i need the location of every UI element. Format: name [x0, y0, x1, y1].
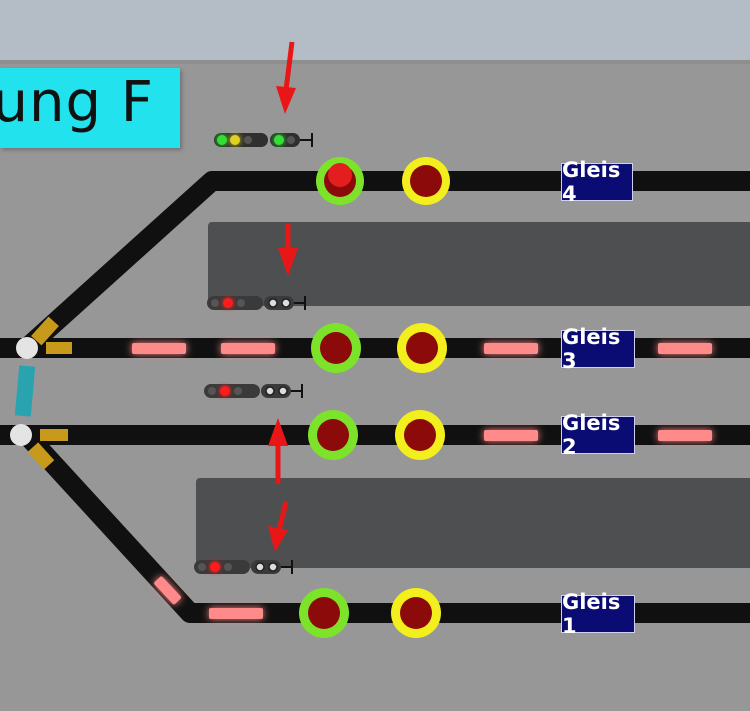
occupied-segments — [132, 343, 712, 619]
board-edge — [0, 60, 750, 64]
switch-amber-mid — [46, 342, 72, 354]
station-title-label: tung F — [0, 68, 180, 148]
route-button-gleis-2-green — [308, 410, 358, 460]
track-lines — [0, 171, 750, 623]
route-button-gleis-2-yellow — [395, 410, 445, 460]
signal-exit-gleis-1 — [194, 560, 293, 574]
switch-node-lower — [10, 424, 32, 446]
occupied-segment — [209, 608, 263, 619]
route-button-gleis-1-green — [299, 588, 349, 638]
route-button-gleis-3-yellow — [397, 323, 447, 373]
occupied-segment — [484, 343, 538, 354]
track-label-gleis-4: Gleis 4 — [561, 158, 633, 206]
track-label-gleis-1: Gleis 1 — [561, 590, 635, 638]
route-button-gleis-4-yellow — [402, 157, 450, 205]
route-button-gleis-3-green — [311, 323, 361, 373]
signal-exit-gleis-3 — [207, 296, 306, 310]
switch-area[interactable] — [10, 316, 72, 470]
switch-cyan — [14, 365, 36, 417]
arrow-down-icon — [278, 224, 298, 276]
track-label-gleis-3: Gleis 3 — [561, 325, 635, 373]
occupied-segment — [221, 343, 275, 354]
track-gleis-4 — [23, 171, 750, 353]
track-label-gleis-2: Gleis 2 — [561, 411, 635, 459]
route-button-gleis-1-yellow — [391, 588, 441, 638]
arrow-down-icon — [276, 41, 296, 114]
arrows — [268, 41, 298, 552]
occupied-segment — [132, 343, 186, 354]
switch-amber-upper — [31, 316, 59, 346]
platform-upper — [208, 222, 750, 306]
occupied-segment — [658, 430, 712, 441]
route-button-gleis-4-green — [316, 157, 364, 205]
signals[interactable] — [194, 133, 313, 574]
arrow-down-icon — [268, 501, 289, 552]
occupied-segment — [484, 430, 538, 441]
switch-amber-lower-h — [40, 429, 68, 441]
route-buttons[interactable] — [299, 157, 450, 638]
signal-exit-gleis-2 — [204, 384, 303, 398]
station-title-text: tung F — [0, 70, 154, 135]
occupied-segment — [658, 343, 712, 354]
switch-amber-lower-d — [27, 442, 55, 470]
switch-node-upper — [16, 337, 38, 359]
occupied-segment — [154, 576, 182, 605]
track-gleis-1 — [16, 425, 750, 623]
platform-lower — [196, 478, 750, 568]
arrow-up-icon — [268, 418, 288, 484]
signal-exit-gleis-4 — [214, 133, 313, 147]
